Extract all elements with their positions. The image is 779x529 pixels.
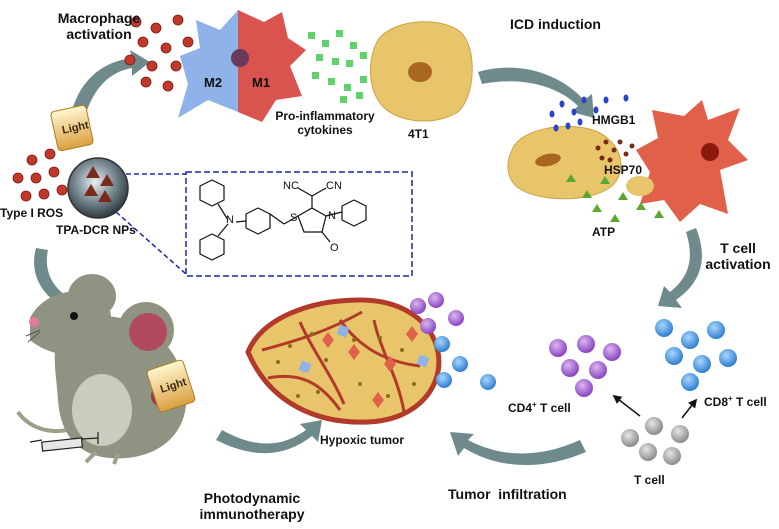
hypoxic-tumor: [245, 297, 442, 425]
tumor-m1-cells: [322, 326, 418, 408]
mouse-belly: [72, 374, 132, 446]
cd8-t-cells: [655, 319, 737, 391]
macrophage: [178, 10, 306, 122]
label-hmgb1: HMGB1: [592, 113, 636, 127]
chem-label-n-ring: N: [328, 210, 336, 222]
mouse-whisker: [25, 329, 41, 343]
hsp70-dots: [595, 139, 635, 163]
arrow-to-tumor: [216, 420, 322, 454]
atp-triangles: [566, 174, 664, 222]
mouse-ear-inner: [129, 313, 167, 351]
ros-dots-left: [12, 148, 68, 202]
naive-t-cells: [621, 417, 689, 465]
arrow-to-icd: [478, 67, 594, 118]
label-photodynamic: Photodynamic immunotherapy: [199, 490, 305, 523]
ros-dots-top: [124, 14, 194, 92]
label-icd-induction: ICD induction: [510, 16, 601, 32]
infiltrating-t-cells: [410, 292, 496, 390]
chem-label-nc: NC: [283, 180, 299, 192]
tumor-dots: [276, 332, 416, 398]
tumor-cell-4t1: [370, 21, 473, 122]
arrow-tumor-infiltration: [450, 432, 586, 466]
mouse-ear-back: [68, 274, 116, 318]
mouse-nose: [29, 317, 39, 327]
chem-label-o: O: [330, 242, 339, 254]
mouse-eye: [70, 312, 78, 320]
label-cd4-t-cell: CD4+ T cell: [508, 400, 571, 415]
label-m2: M2: [204, 75, 223, 90]
light-source-1: [50, 104, 94, 152]
macrophage-m1-half: [238, 10, 306, 122]
label-t-cell: T cell: [634, 473, 665, 487]
tumor-m2-cells: [298, 324, 430, 374]
label-hsp70: HSP70: [604, 163, 643, 177]
chem-label-s: S: [290, 212, 298, 224]
label-pro-inflammatory: Pro-inflammatory cytokines: [275, 109, 375, 137]
macrophage-nucleus: [231, 49, 249, 67]
label-t-cell-activation: T cell activation: [705, 240, 771, 273]
label-tumor-infiltration: Tumor infiltration: [448, 486, 567, 502]
icd-tumor-cell: [507, 126, 622, 200]
label-macrophage-activation: Macrophage activation: [57, 10, 141, 43]
arrow-to-macrophage: [70, 50, 150, 120]
label-type-i-ros: Type I ROS: [0, 206, 64, 220]
cytokines: [308, 30, 367, 103]
light-source-2: [146, 359, 196, 413]
tpa-dcr-nanoparticle: [67, 157, 129, 219]
label-atp: ATP: [592, 225, 616, 239]
label-4t1: 4T1: [408, 127, 429, 141]
mouse: [16, 274, 187, 465]
arrow-to-cd8: [681, 398, 698, 419]
label-hypoxic-tumor: Hypoxic tumor: [320, 433, 405, 447]
chem-label-n-amine: N: [226, 214, 234, 226]
molecule-box: [185, 171, 413, 277]
chem-label-cn: CN: [326, 180, 342, 192]
label-tpa-dcr: TPA-DCR NPs: [56, 223, 136, 237]
mouse-foot: [84, 450, 120, 465]
arrow-to-cd4: [612, 394, 641, 417]
hmgb1-dots: [549, 94, 629, 132]
label-m1: M1: [252, 75, 271, 90]
syringe-icon: [29, 432, 99, 452]
arrow-to-tcell-activation: [658, 228, 702, 308]
label-cd8-t-cell: CD8+ T cell: [704, 394, 767, 409]
molecule-structure: [199, 179, 367, 261]
cd4-t-cells: [549, 335, 621, 397]
dendritic-cell: [626, 100, 748, 222]
macrophage-m2-half: [178, 10, 238, 118]
